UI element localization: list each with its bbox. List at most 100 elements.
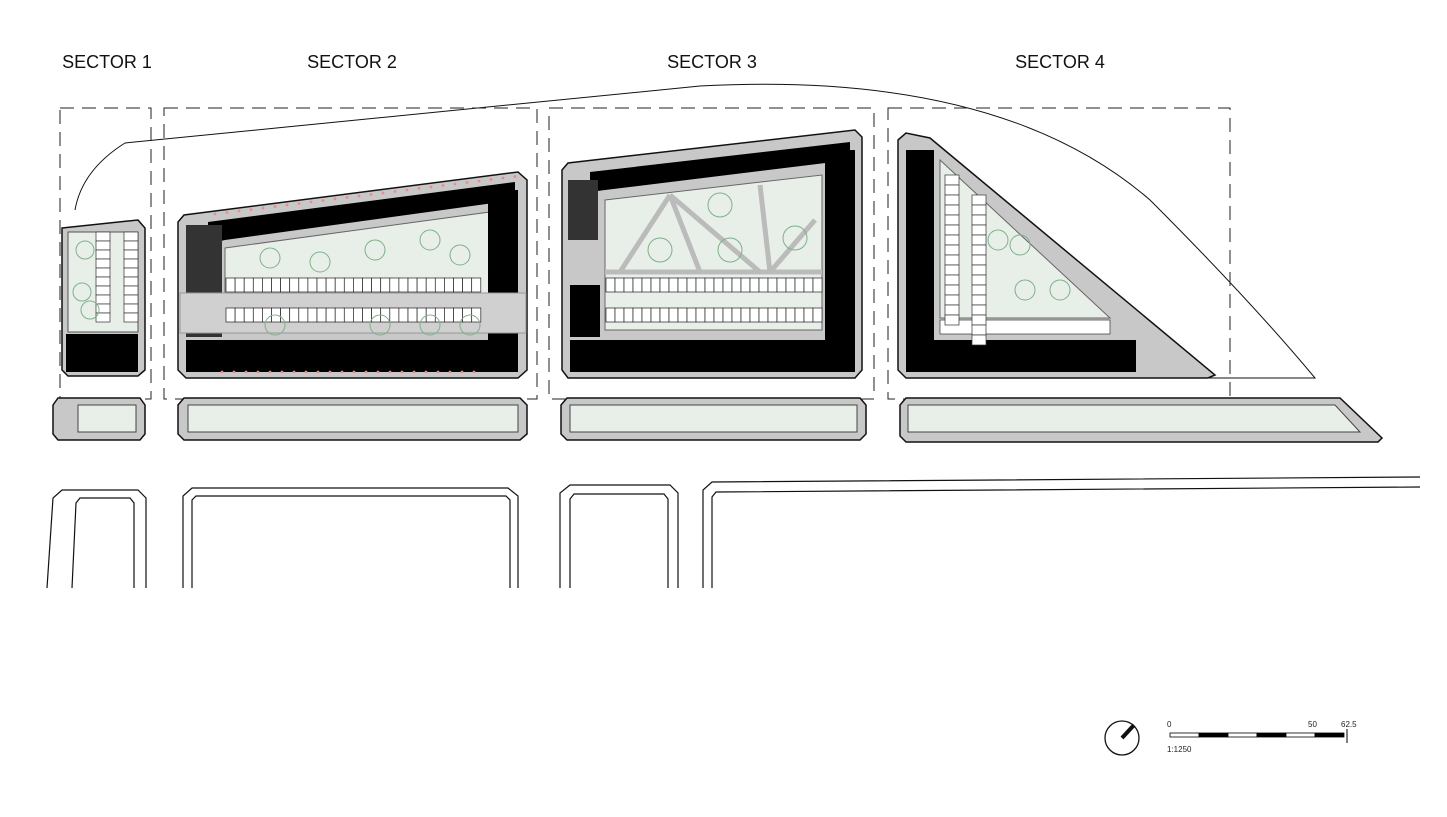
marker-dot (340, 370, 344, 374)
marker-dot (225, 211, 229, 214)
parking-stall (262, 277, 272, 293)
parking-stall (298, 307, 309, 323)
parking-stall (316, 307, 327, 323)
parking-stall (623, 277, 634, 293)
parking-stall (95, 285, 111, 296)
north-arrow-needle (1120, 723, 1136, 740)
parking-stall (686, 307, 697, 323)
parking-stall (407, 277, 418, 293)
parking-stall (632, 277, 643, 293)
parking-stall (758, 307, 769, 323)
block-4-west-apartments (906, 150, 934, 372)
lower-block-2-inner (191, 495, 511, 588)
parking-stall (389, 307, 400, 323)
parking-stall (123, 294, 139, 305)
tree (1049, 279, 1071, 301)
parking-stall (334, 307, 345, 323)
parking-stall (767, 277, 778, 293)
marker-dot (304, 370, 308, 374)
parking-stall (650, 277, 661, 293)
parking-stall (812, 307, 823, 323)
parking-stall (971, 304, 987, 316)
parking-stall (713, 277, 724, 293)
lower-block-2-outer (182, 487, 519, 588)
parking-stall (307, 307, 318, 323)
parking-stall (695, 307, 706, 323)
courtyard-path (768, 218, 817, 274)
parking-stall (614, 307, 625, 323)
tree (364, 239, 386, 261)
block-1-apartments (66, 334, 138, 372)
tree (707, 192, 733, 218)
scale-start-label: 0 (1167, 720, 1172, 729)
tree (309, 251, 331, 273)
marker-dot (369, 193, 373, 196)
courtyard-path (757, 184, 773, 273)
marker-dot (376, 370, 380, 374)
parking-stall (971, 294, 987, 306)
parking-stall (123, 258, 139, 269)
parking-stall (971, 254, 987, 266)
marker-dot (316, 370, 320, 374)
marker-dot (364, 370, 368, 374)
parking-stall (704, 277, 715, 293)
parking-stall (704, 307, 715, 323)
marker-dot (249, 208, 253, 211)
green-strip-2-planting (187, 404, 519, 433)
sector-4-label: SECTOR 4 (1015, 52, 1105, 72)
parking-stall (749, 307, 760, 323)
parking-stall (944, 274, 960, 286)
parking-stall (944, 304, 960, 316)
marker-dot (453, 182, 457, 186)
parking-stall (453, 277, 463, 293)
marker-dot (273, 205, 277, 208)
parking-stall (243, 307, 254, 323)
parking-stall (971, 274, 987, 286)
tree (987, 229, 1009, 251)
block-2-north-apartments (208, 182, 515, 244)
tree (717, 237, 743, 263)
parking-stall (641, 277, 652, 293)
parking-stall (234, 307, 245, 323)
tree (369, 314, 391, 336)
marker-dot (429, 185, 433, 189)
tree (459, 314, 481, 336)
marker-dot (465, 181, 469, 184)
parking-stall (971, 214, 987, 226)
marker-dot (381, 191, 385, 195)
lower-block-1-inner (71, 497, 135, 589)
parking-stall (434, 307, 445, 323)
parking-stall (380, 277, 391, 293)
parking-stall (123, 285, 139, 296)
parking-stall (794, 277, 805, 293)
parking-stall (444, 307, 454, 323)
parking-stall (444, 277, 454, 293)
parking-stall (758, 277, 769, 293)
parking-stall (343, 277, 354, 293)
parking-stall (944, 194, 960, 206)
parking-stall (425, 277, 436, 293)
lower-block-4-inner (711, 486, 1421, 588)
parking-stall (123, 231, 139, 242)
parking-stall (95, 294, 111, 305)
marker-dot (333, 197, 337, 201)
parking-stall (722, 277, 733, 293)
parking-stall (668, 277, 679, 293)
parking-stall (389, 277, 400, 293)
site-boundary-line (74, 83, 1317, 379)
parking-stall (95, 258, 111, 269)
parking-stall (749, 277, 760, 293)
parking-stall (944, 294, 960, 306)
parking-stall (334, 277, 345, 293)
parking-stall (123, 276, 139, 287)
block-3-west-core (568, 180, 598, 240)
parking-stall (803, 307, 814, 323)
parking-stall (695, 277, 706, 293)
parking-stall (944, 284, 960, 296)
marker-dot (477, 179, 481, 183)
tree (75, 240, 95, 260)
marker-dot (472, 370, 476, 374)
marker-dot (244, 370, 248, 374)
parking-stall (641, 307, 652, 323)
